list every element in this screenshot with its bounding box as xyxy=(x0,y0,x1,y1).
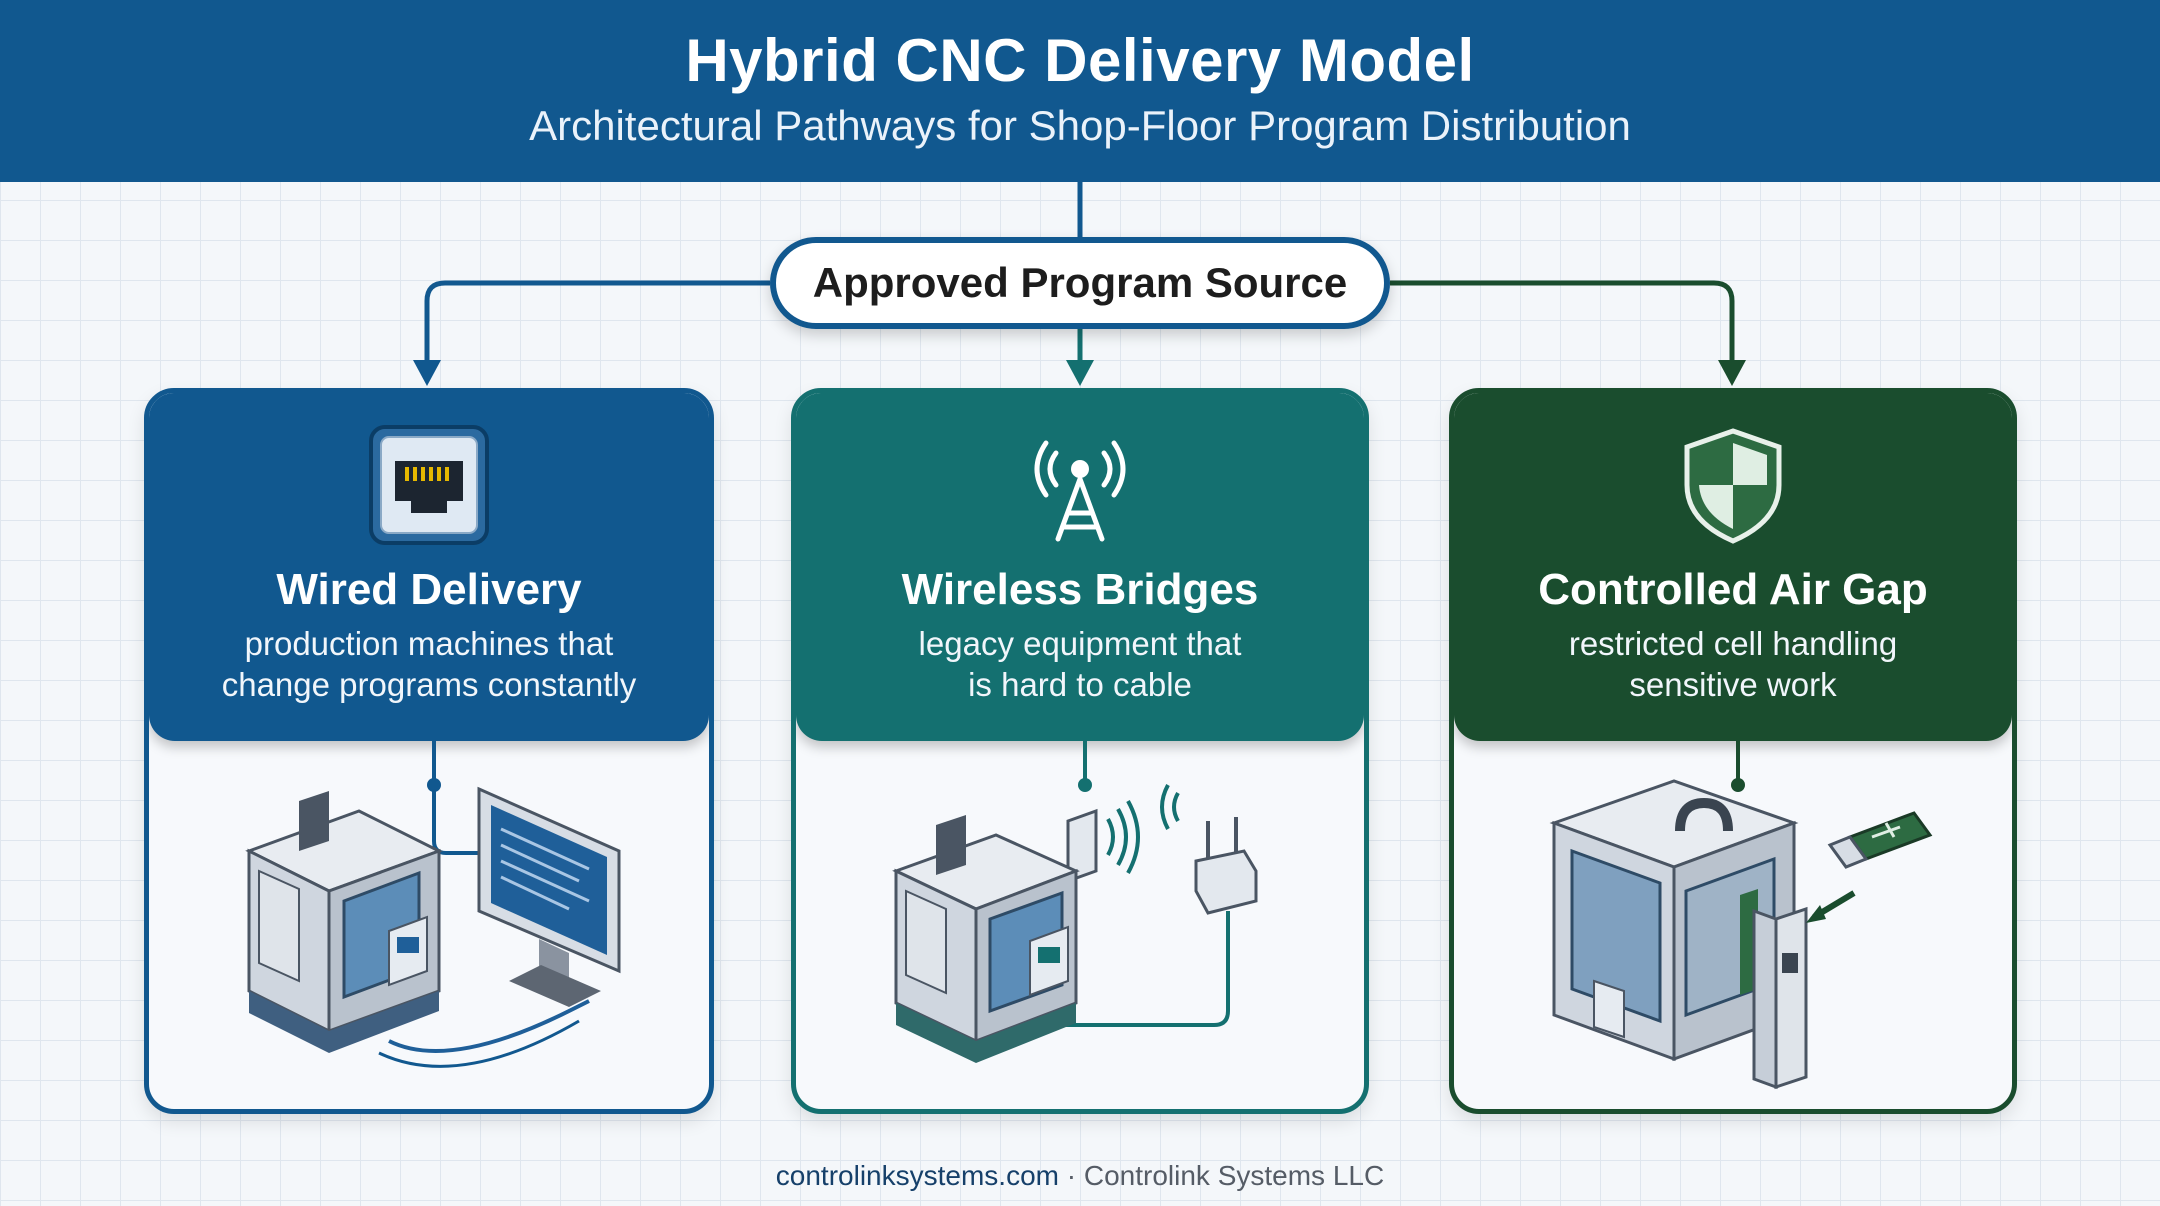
usb-drive-icon xyxy=(1827,811,1933,869)
wireless-cnc-illustration xyxy=(892,741,1258,1063)
card-header-airgap: Controlled Air Gap restricted cell handl… xyxy=(1454,393,2012,741)
connector-source-to-wired xyxy=(424,280,770,360)
source-label: Approved Program Source xyxy=(812,259,1348,306)
header-banner: Hybrid CNC Delivery Model Architectural … xyxy=(0,0,2160,182)
footer-credit: controlinksystems.com · Controlink Syste… xyxy=(0,1160,2160,1192)
wireless-bridge-device-icon xyxy=(1066,800,1140,884)
approved-program-source: Approved Program Source xyxy=(770,237,1390,329)
footer-separator: · xyxy=(1058,1160,1084,1191)
ethernet-port-icon xyxy=(369,425,489,545)
page-title: Hybrid CNC Delivery Model xyxy=(685,27,1475,94)
access-point-icon xyxy=(1160,784,1258,915)
enclosed-cnc-cell-icon xyxy=(1549,779,1799,1062)
card-controlled-air-gap: Controlled Air Gap restricted cell handl… xyxy=(1449,388,2017,1114)
card-description: restricted cell handling sensitive work xyxy=(1568,625,1898,703)
card-header-wired: Wired Delivery production machines that … xyxy=(149,393,709,741)
cnc-machine-icon xyxy=(245,791,443,1053)
kiosk-terminal-icon xyxy=(1752,906,1808,1090)
wireless-antenna-icon xyxy=(1034,440,1126,542)
card-description: production machines that change programs… xyxy=(221,625,637,703)
air-gap-cnc-illustration xyxy=(1549,741,1933,1090)
page-subtitle: Architectural Pathways for Shop-Floor Pr… xyxy=(529,102,1631,149)
card-header-wireless: Wireless Bridges legacy equipment that i… xyxy=(796,393,1364,741)
footer-website-link[interactable]: controlinksystems.com xyxy=(775,1160,1059,1191)
wired-cnc-illustration xyxy=(245,741,621,1068)
footer-company: Controlink Systems LLC xyxy=(1083,1160,1385,1191)
card-wired-delivery: Wired Delivery production machines that … xyxy=(144,388,714,1114)
connector-source-to-airgap xyxy=(1390,280,1735,360)
card-title: Wireless Bridges xyxy=(901,565,1259,614)
arrow-to-wireless xyxy=(1066,360,1094,386)
card-wireless-bridges: Wireless Bridges legacy equipment that i… xyxy=(791,388,1369,1114)
card-description: legacy equipment that is hard to cable xyxy=(918,625,1242,703)
arrow-to-airgap xyxy=(1718,360,1746,386)
cnc-machine-icon xyxy=(892,815,1080,1063)
computer-monitor-icon xyxy=(477,786,621,1007)
arrow-to-wired xyxy=(413,360,441,386)
card-title: Controlled Air Gap xyxy=(1538,565,1928,614)
shield-icon xyxy=(1684,428,1782,544)
card-title: Wired Delivery xyxy=(276,565,582,614)
